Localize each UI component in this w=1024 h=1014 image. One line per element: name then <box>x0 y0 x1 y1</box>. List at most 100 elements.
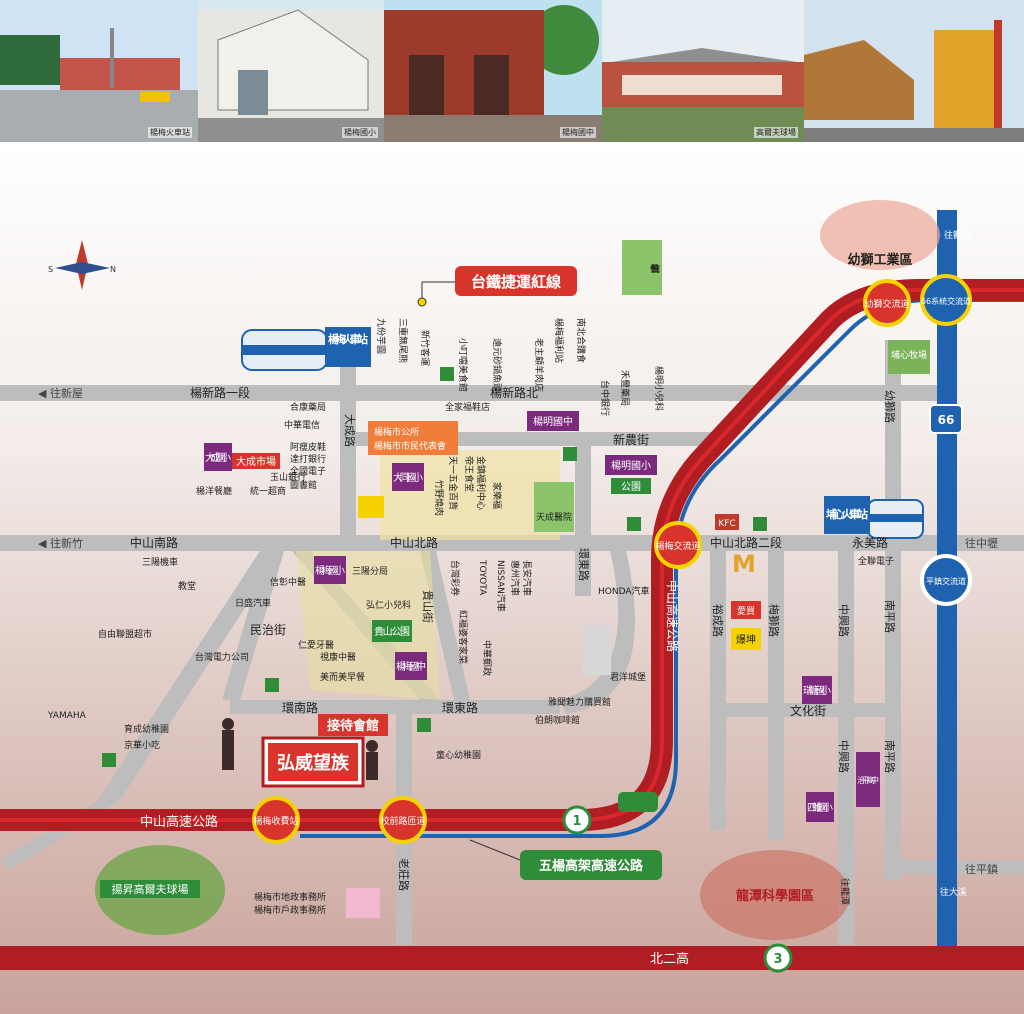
zhiping-hs-label: 治平高中 <box>857 775 879 785</box>
ic-youshi <box>863 279 911 327</box>
road-xiucai <box>98 551 282 800</box>
poi: 中華電信 <box>284 419 320 431</box>
poi: 三陽分局 <box>352 566 388 577</box>
photo-strip: 楊梅火車站 楊梅國小 楊梅國中 高爾夫球場 <box>0 0 1024 142</box>
mcdonalds-icon: M <box>732 550 756 578</box>
photo-caption: 楊梅國小 <box>342 127 378 138</box>
station-yangmei-label: 楊梅火車站 <box>328 332 368 346</box>
dir-zhongli: 往中壢 <box>965 536 998 550</box>
gongshan-park-label: 貴山公園 <box>374 625 410 638</box>
poi: 禾豐藥局 <box>619 370 631 406</box>
aimai-label: 愛買 <box>737 605 755 617</box>
siwei-es-label: 四維國小 <box>807 801 833 814</box>
poi: 楊明小兒科 <box>653 366 665 411</box>
city-office-label: 楊梅市公所 <box>374 426 419 438</box>
poi: 楊梅市戶政事務所 <box>254 904 326 916</box>
poi: 九份芋圓 <box>375 318 387 354</box>
poi: 圖書館 <box>290 479 317 491</box>
hospital-yiren-label: 怡仁醫院 <box>650 263 660 275</box>
dacheng-es-label: 大成國小 <box>205 451 231 464</box>
poi: 台灣電力公司 <box>195 651 249 663</box>
tag-gongshan-park <box>372 620 412 642</box>
yangming-jh-label: 楊明國中 <box>533 415 573 428</box>
castle-icon <box>583 625 611 675</box>
zone-longtan <box>700 850 850 940</box>
poi: 育成幼稚園 <box>124 723 169 735</box>
yangmei-jh-label: 楊梅國中 <box>396 660 426 673</box>
poi: 日盛汽車 <box>235 597 271 609</box>
dir-xinzhu: ◀ 往新竹 <box>38 536 83 550</box>
label-minzhi: 民治街 <box>250 623 286 637</box>
road-meiyang <box>768 545 784 840</box>
ic-pingzhen-label: 平鎮交流道 <box>926 576 966 586</box>
ic-yangmei <box>654 521 702 569</box>
ic-youshi-label: 幼獅交流道 <box>864 298 909 310</box>
road-wenhua <box>726 703 886 717</box>
baokun-label: 爆坤 <box>736 633 756 646</box>
dir-longtan: 往龍潭 <box>839 878 851 905</box>
label-gongshan: 貴山街 <box>421 590 435 623</box>
poi: 君洋城堡 <box>610 671 646 683</box>
label-wenhua: 文化街 <box>790 703 826 718</box>
poi: 玉山銀行 <box>270 471 306 483</box>
poi: 惠州汽車 <box>509 560 521 596</box>
road-huandong-curve <box>560 551 636 714</box>
youshi-industrial: 幼獅工業區 <box>847 252 912 268</box>
label-yucheng: 裕成路 <box>711 604 724 637</box>
label-huandong: 環東路 <box>442 700 478 715</box>
kfc-label: KFC <box>718 519 735 529</box>
train-icon <box>241 329 328 371</box>
hw1-label: 1 <box>572 814 581 829</box>
poi: 全國電子 <box>290 465 326 477</box>
tag-park <box>611 478 651 494</box>
poi: 童心幼稚園 <box>436 749 481 761</box>
kfc-icon <box>715 514 739 530</box>
poi: HONDA汽車 <box>598 585 650 597</box>
poi: 中華郵政 <box>481 640 493 676</box>
ruitang-es-label: 瑞塘國小 <box>803 684 831 697</box>
poi: 台灣彩券 <box>449 560 461 596</box>
poi: 信彰中醫 <box>270 576 306 588</box>
poi: 天一五金百貨 <box>447 456 459 510</box>
label-meiyang: 梅獅路 <box>767 604 781 637</box>
poi: 京華小吃 <box>124 739 160 751</box>
poi: 小叮噹美食館 <box>457 338 469 392</box>
poi: 三重無尾熊 <box>397 318 409 363</box>
label-xinnong: 新農街 <box>613 432 649 447</box>
ic-66-label: 66系統交流道 <box>921 296 971 306</box>
label-huannan: 環南路 <box>282 700 318 715</box>
poi: 竹野燒肉 <box>433 480 445 516</box>
wuyang-label: 五楊高架高速公路 <box>539 858 644 874</box>
north-second-highway <box>0 946 1024 970</box>
poi: 達打銀行 <box>290 453 326 465</box>
ic-pingzhen <box>920 554 972 606</box>
poi: 家樂福 <box>491 482 503 509</box>
photo-golf: 高爾夫球場 <box>602 0 804 142</box>
label-zhongshan-n: 中山北路 <box>390 535 438 550</box>
zone-downtown <box>380 450 560 540</box>
poi: 長安汽車 <box>521 560 533 596</box>
tag-datong-es <box>392 463 424 491</box>
golf-label: 揚昇高爾夫球場 <box>112 882 189 896</box>
label-nanping2: 南平路 <box>883 740 896 773</box>
ic-66 <box>920 274 972 326</box>
label-zhongxing2: 中興路 <box>837 740 850 773</box>
poi: 視康中醫 <box>320 651 356 663</box>
hw66-shield-icon <box>929 404 963 434</box>
label-youshi-road: 幼獅路 <box>883 390 897 423</box>
poi: 楊梅市地政事務所 <box>254 891 326 903</box>
road-yangxin <box>0 385 950 401</box>
dir-pingzhen: 往平鎮 <box>965 862 998 876</box>
poi: 金鎮福利中心 <box>475 456 487 510</box>
poi: 雅聞魅力購買館 <box>548 696 611 708</box>
poi: 老主顧羊肉店 <box>533 338 545 392</box>
label-north-second: 北二高 <box>650 951 689 967</box>
road-minzhi <box>222 551 284 700</box>
longtan-park: 龍潭科學園區 <box>736 888 814 904</box>
tag-siwei-es <box>806 792 834 822</box>
road-youshi-nanping <box>885 340 901 880</box>
aimai-icon <box>731 601 761 619</box>
train-icon-2 <box>867 499 924 539</box>
poi: 台中銀行 <box>599 380 611 416</box>
datong-es-label: 大同國小 <box>393 471 423 484</box>
